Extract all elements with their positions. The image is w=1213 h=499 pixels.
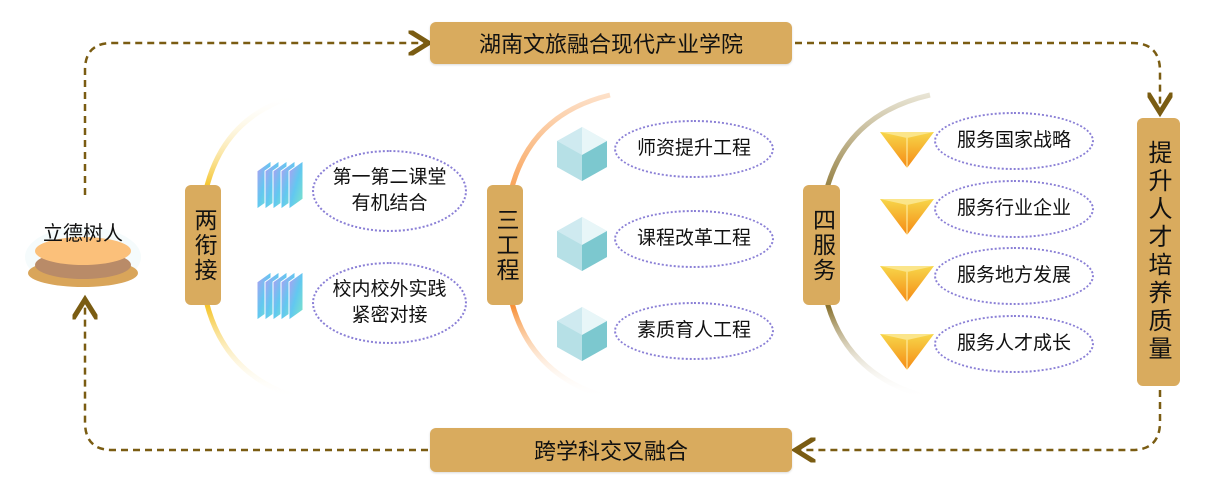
item-ellipse: 服务行业企业 [934,180,1094,238]
item-ellipse: 服务地方发展 [934,247,1094,305]
crystal-hexagon-icon [557,127,607,181]
stacked-cards-icon [256,271,304,321]
right-box-quality: 提升人才培养质量 [1137,118,1180,386]
gold-pyramid-icon [880,266,934,302]
item-ellipse: 服务人才成长 [934,315,1094,373]
group-title-three-projects: 三工程 [487,185,523,305]
top-box-college: 湖南文旅融合现代产业学院 [430,22,792,64]
bottom-box-interdisciplinary: 跨学科交叉融合 [430,428,792,472]
item-ellipse: 服务国家战略 [934,112,1094,170]
crystal-hexagon-icon [557,307,607,361]
core-disc-icon [25,227,141,287]
gold-pyramid-icon [880,199,934,235]
item-ellipse: 第一第二课堂 有机结合 [312,150,467,232]
gold-pyramid-icon [880,334,934,370]
group-title-two-connections: 两衔接 [185,185,221,305]
item-ellipse: 师资提升工程 [614,120,774,178]
item-ellipse: 课程改革工程 [614,210,774,268]
gold-pyramid-icon [880,132,934,168]
stacked-cards-icon [256,160,304,210]
item-ellipse: 素质育人工程 [614,302,774,360]
crystal-hexagon-icon [557,217,607,271]
item-ellipse: 校内校外实践 紧密对接 [312,262,467,344]
group-title-four-services: 四服务 [803,185,840,305]
core-label: 立德树人 [43,221,123,245]
dashed-cycle-arrows [85,43,1160,450]
